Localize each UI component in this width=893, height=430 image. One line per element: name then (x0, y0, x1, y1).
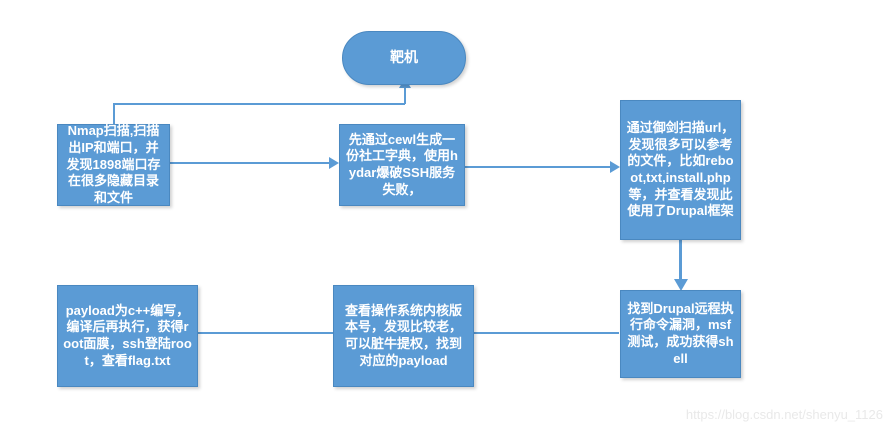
node-step4-drupal-rce-shell[interactable]: 找到Drupal远程执行命令漏洞，msf测试，成功获得shell (620, 290, 741, 378)
connector-step1-to-target-segment-vertical-right (404, 88, 406, 104)
connector-step3-to-step4-line (679, 240, 682, 284)
node-step2-label: 先通过cewl生成一份社工字典，使用hydar爆破SSH服务失败， (346, 131, 458, 197)
node-step3-label: 通过御剑扫描url，发现很多可以参考的文件，比如reboot,txt,insta… (626, 120, 735, 219)
node-step5-kernel-dirtycow[interactable]: 查看操作系统内核版本号，发现比较老，可以脏牛提权，找到对应的payload (333, 285, 474, 387)
node-step5-label: 查看操作系统内核版本号，发现比较老，可以脏牛提权，找到对应的payload (344, 302, 462, 368)
connector-step5-to-step6-line (198, 332, 333, 334)
node-step6-payload-root-flag[interactable]: payload为c++编写，编译后再执行，获得root面膜，ssh登陆root，… (57, 285, 198, 387)
connector-step2-to-step3-line (465, 166, 612, 168)
connector-step1-to-step2-line (170, 162, 330, 164)
arrowhead-step2-to-step3 (610, 161, 620, 173)
connector-step1-to-target-segment-horizontal (113, 103, 405, 105)
arrowhead-step3-to-step4 (674, 279, 688, 291)
watermark-text: https://blog.csdn.net/shenyu_1126 (685, 407, 883, 422)
node-target[interactable]: 靶机 (342, 31, 466, 85)
node-step6-label: payload为c++编写，编译后再执行，获得root面膜，ssh登陆root，… (63, 302, 192, 368)
node-step1-nmap-scan[interactable]: Nmap扫描,扫描出IP和端口，并发现1898端口存在很多隐藏目录和文件 (57, 123, 170, 206)
node-step3-yujian-url-scan[interactable]: 通过御剑扫描url，发现很多可以参考的文件，比如reboot,txt,insta… (620, 100, 741, 240)
connector-step4-to-step5-line (474, 332, 619, 334)
node-target-label: 靶机 (390, 49, 418, 66)
node-step4-label: 找到Drupal远程执行命令漏洞，msf测试，成功获得shell (627, 300, 734, 366)
connector-step1-to-target-segment-vertical-left (113, 103, 115, 125)
node-step2-cewl-hydra[interactable]: 先通过cewl生成一份社工字典，使用hydar爆破SSH服务失败， (339, 124, 465, 206)
arrowhead-step1-to-step2 (329, 157, 339, 169)
node-step1-label: Nmap扫描,扫描出IP和端口，并发现1898端口存在很多隐藏目录和文件 (66, 123, 161, 205)
